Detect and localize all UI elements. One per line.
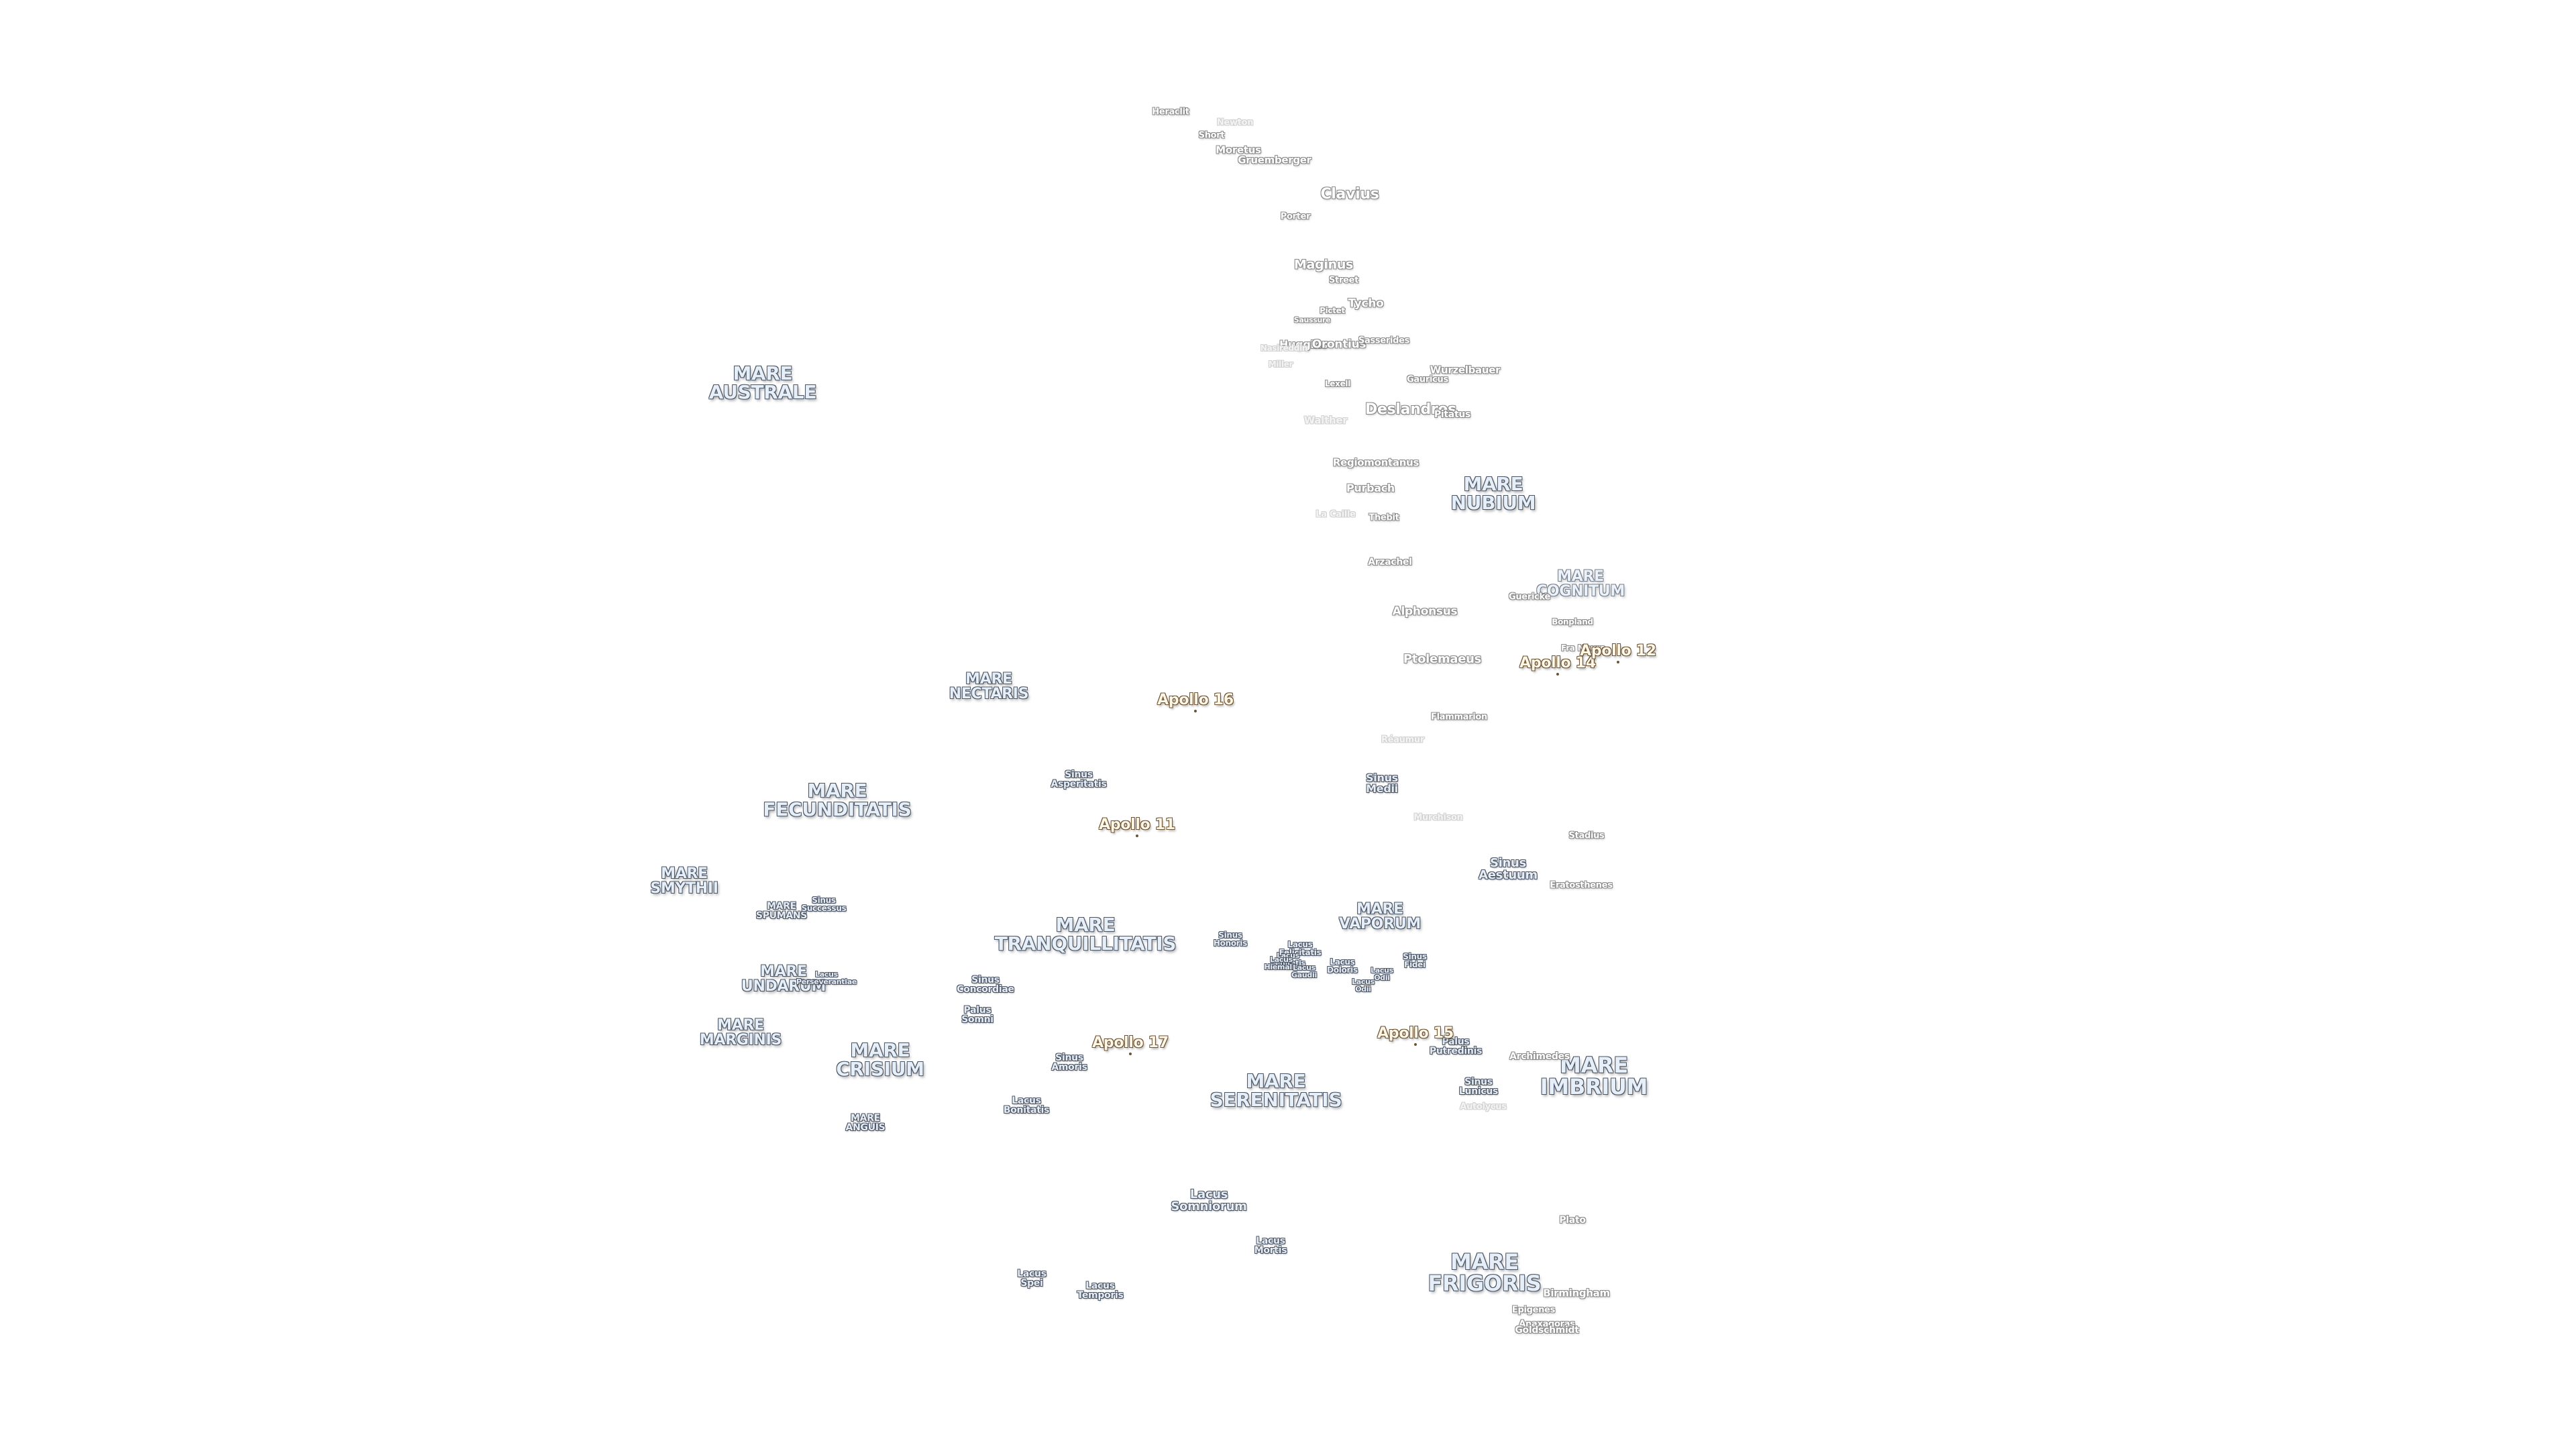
crater-label: Alphonsus	[1392, 604, 1458, 619]
mare-label: MARE NUBIUM	[1450, 473, 1536, 514]
mare-label: MARE AUSTRALE	[708, 362, 817, 403]
lacus-label: Lacus Temporis	[1077, 1281, 1124, 1301]
lacus-label: Lacus Odii	[1371, 966, 1393, 982]
sinus-label: Sinus Lunicus	[1458, 1077, 1499, 1097]
crater-label: Goldschmidt	[1515, 1325, 1579, 1336]
mare-label: MARE NECTARIS	[949, 671, 1029, 702]
lacus-label: Lacus Bonitatis	[1003, 1095, 1050, 1116]
mare-label: MARE COGNITUM	[1536, 568, 1625, 600]
mare-label: MARE TRANQUILLITATIS	[994, 914, 1177, 955]
crater-label: Plato	[1559, 1215, 1586, 1226]
crater-label: Orontius	[1311, 337, 1366, 352]
crater-label: Eratosthenes	[1550, 880, 1613, 891]
crater-label: Pitatus	[1434, 409, 1471, 420]
palus-label: Palus Putredinis	[1429, 1036, 1483, 1057]
lacus-label: Lacus Gaudii	[1291, 963, 1317, 979]
crater-label: Clavius	[1320, 186, 1379, 203]
lacus-label: Lacus Perseverantiae	[796, 970, 857, 986]
crater-label: Regiomontanus	[1332, 456, 1419, 469]
crater-label: Purbach	[1346, 482, 1395, 494]
apollo-15-label: Apollo 15	[1377, 1025, 1454, 1042]
mare-label: MARE IMBRIUM	[1540, 1053, 1648, 1099]
mare-label: MARE SMYTHII	[650, 865, 718, 897]
mare-label: MARE FRIGORIS	[1428, 1249, 1542, 1296]
crater-label: Newton	[1216, 117, 1254, 128]
lacus-label: Lacus Mortis	[1254, 1236, 1287, 1256]
crater-label: Miller	[1268, 360, 1293, 369]
apollo-11-label: Apollo 11	[1099, 816, 1175, 833]
crater-label: Bonpland	[1552, 617, 1593, 627]
apollo-16-label: Apollo 16	[1157, 692, 1234, 708]
mare-label: MARE VAPORUM	[1339, 901, 1421, 932]
apollo-17-label: Apollo 17	[1092, 1034, 1169, 1051]
lacus-label: Lacus Lenitatis	[1271, 951, 1305, 967]
apollo-14-label: Apollo 14	[1519, 655, 1596, 672]
crater-label: Birmingham	[1543, 1287, 1610, 1299]
crater-label: Lexell	[1324, 379, 1351, 388]
mare-label: MARE ANGUIS	[845, 1113, 885, 1133]
crater-label: Flammarion	[1430, 712, 1488, 722]
crater-label: Heraclit	[1152, 107, 1189, 117]
sinus-label: Sinus Medii	[1366, 771, 1398, 795]
crater-label: Sasserides	[1358, 335, 1410, 346]
crater-label: Guericke	[1508, 592, 1551, 602]
crater-label: Moretus	[1216, 144, 1261, 156]
crater-label: Thebit	[1368, 513, 1399, 523]
crater-label: Ptolemaeus	[1403, 652, 1482, 666]
landing-site-marker	[1194, 710, 1197, 712]
crater-label: Saussure	[1293, 315, 1331, 325]
landing-site-marker	[1556, 673, 1559, 676]
landing-site-marker	[1617, 661, 1619, 663]
sinus-label: Sinus Aestuum	[1479, 856, 1538, 882]
lacus-label: Lacus Felicitatis	[1279, 940, 1322, 957]
sinus-label: Sinus Asperitatis	[1051, 769, 1107, 790]
landing-site-marker	[1129, 1053, 1132, 1055]
lacus-label: Lacus Somniorum	[1171, 1187, 1247, 1214]
crater-label: Gruemberger	[1238, 154, 1311, 166]
palus-label: Palus Somni	[961, 1005, 994, 1025]
crater-label: Fra Mauro	[1561, 643, 1605, 653]
mare-label: MARE SPUMANS	[755, 901, 808, 921]
crater-label: Epigenes	[1511, 1305, 1556, 1316]
sinus-label: Sinus Fidei	[1403, 952, 1427, 969]
landing-site-marker	[1414, 1043, 1417, 1046]
crater-label: Autolycus	[1460, 1102, 1507, 1112]
mare-label: MARE FECUNDITATIS	[763, 780, 912, 820]
crater-label: Maginus	[1293, 257, 1354, 272]
landing-site-marker	[1136, 835, 1138, 837]
crater-label: Archimedes	[1509, 1051, 1570, 1062]
lacus-label: Lacus Spei	[1017, 1269, 1046, 1289]
lacus-label: Lacus Odii	[1352, 977, 1375, 994]
crater-label: Short	[1198, 130, 1225, 141]
apollo-12-label: Apollo 12	[1580, 643, 1656, 659]
lacus-label: Lacus Doloris	[1327, 957, 1358, 975]
crater-label: La Caille	[1316, 509, 1356, 520]
crater-label: Huggins	[1279, 338, 1328, 351]
crater-label: Pictet	[1320, 306, 1345, 315]
sinus-label: Sinus Amoris	[1051, 1053, 1087, 1073]
mare-label: MARE SERENITATIS	[1210, 1070, 1342, 1111]
crater-label: Tycho	[1348, 297, 1384, 311]
crater-label: Réaumur	[1381, 735, 1424, 745]
sinus-label: Sinus Concordiae	[957, 975, 1014, 995]
crater-label: Street	[1328, 275, 1359, 286]
crater-label: Gauricus	[1407, 374, 1448, 385]
mare-label: MARE CRISIUM	[836, 1039, 924, 1080]
crater-label: Deslandres	[1365, 401, 1456, 418]
crater-label: Nasireddin	[1260, 343, 1308, 353]
crater-label: Arzachel	[1368, 557, 1412, 568]
crater-label: Murchison	[1413, 812, 1463, 823]
crater-label: Wurzelbauer	[1430, 364, 1501, 376]
crater-label: Anaxagoras	[1519, 1319, 1575, 1330]
sinus-label: Sinus Successus	[801, 896, 847, 913]
crater-label: Stadius	[1568, 830, 1605, 841]
lacus-label: Lacus Hiemalis	[1264, 955, 1299, 971]
crater-label: Walther	[1303, 414, 1348, 427]
crater-label: Porter	[1280, 211, 1311, 222]
mare-label: MARE MARGINIS	[699, 1017, 782, 1049]
sinus-label: Sinus Honoris	[1213, 930, 1248, 948]
mare-label: MARE UNDARUM	[741, 963, 826, 995]
